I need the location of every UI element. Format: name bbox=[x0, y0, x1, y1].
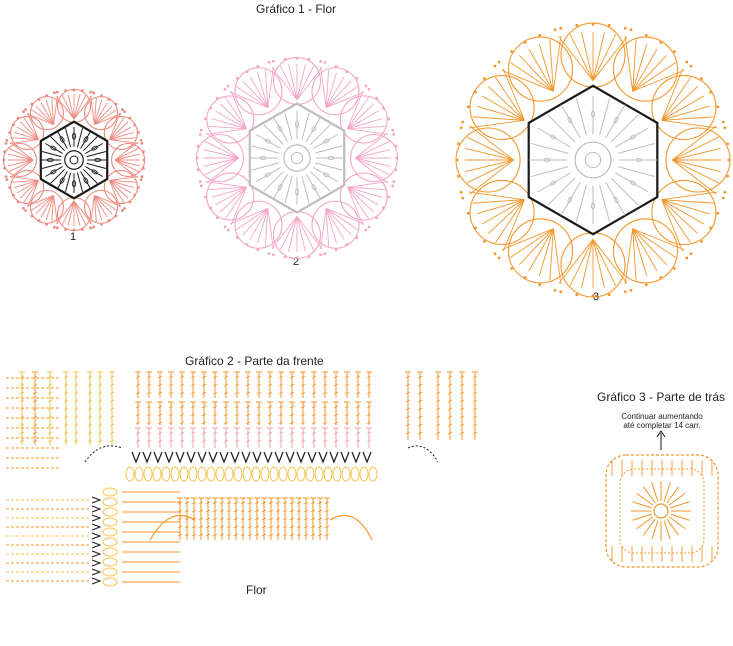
chart3-title: Gráfico 3 - Parte de trás bbox=[597, 390, 726, 404]
flower-2-label: 2 bbox=[293, 256, 300, 268]
flower-2 bbox=[195, 56, 399, 260]
flower-1-label: 1 bbox=[70, 231, 77, 243]
chart3-note: Continuar aumentando até completar 14 ca… bbox=[614, 412, 710, 430]
flower-1 bbox=[2, 88, 146, 232]
chart2-title: Gráfico 2 - Parte da frente bbox=[185, 354, 324, 368]
chart3-note-line2: até completar 14 carr. bbox=[623, 421, 701, 430]
chart2-flower-label: Flor bbox=[246, 583, 267, 597]
chart3-square bbox=[605, 430, 719, 568]
flower-3 bbox=[455, 22, 731, 298]
chart2-stitches bbox=[6, 371, 478, 587]
chart1-title: Gráfico 1 - Flor bbox=[256, 2, 337, 16]
chart3-note-line1: Continuar aumentando bbox=[621, 412, 703, 421]
